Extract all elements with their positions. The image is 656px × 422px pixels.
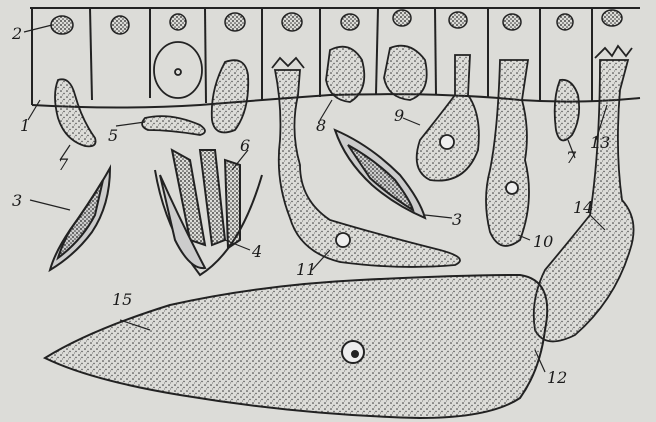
label-12: 12: [547, 370, 567, 386]
label-1: 1: [20, 118, 30, 134]
label-8: 8: [316, 118, 326, 134]
goblet-cell: [154, 42, 202, 98]
oocyst: [155, 150, 262, 275]
epithelial-nuclei: [51, 10, 622, 34]
label-5: 5: [108, 128, 118, 144]
label-6: 6: [240, 138, 250, 154]
spore-middle: [335, 130, 425, 218]
label-4: 4: [252, 244, 262, 260]
trophozoite-10: [486, 60, 529, 246]
label-2: 2: [12, 26, 22, 42]
label-10: 10: [533, 234, 553, 250]
label-7-left: 7: [58, 157, 68, 173]
label-3-middle: 3: [452, 212, 462, 228]
label-15: 15: [112, 292, 132, 308]
label-14: 14: [573, 200, 593, 216]
label-9: 9: [394, 108, 404, 124]
trophozoite-13: [534, 46, 634, 341]
label-13: 13: [590, 135, 610, 151]
label-3-left: 3: [12, 193, 22, 209]
spore-left: [50, 168, 110, 270]
label-7-right: 7: [566, 150, 576, 166]
label-11: 11: [296, 262, 316, 278]
